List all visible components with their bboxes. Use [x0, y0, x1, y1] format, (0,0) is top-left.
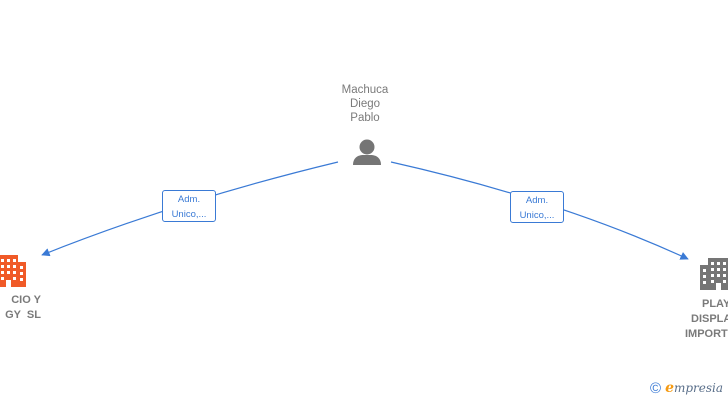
edge-label-line: Adm. — [177, 194, 201, 205]
company-name-line: PLAY — [702, 298, 728, 310]
brand-logo[interactable]: empresia — [665, 380, 723, 396]
building-icon[interactable] — [700, 258, 728, 290]
person-name[interactable]: Machuca Diego Pablo — [327, 83, 403, 125]
company-name-line: DISPLA — [691, 313, 728, 325]
person-name-line: Diego — [349, 98, 381, 110]
company-name-line: CIO Y — [11, 294, 41, 306]
brand-name: mpresia — [673, 381, 724, 395]
building-icon[interactable] — [0, 255, 26, 287]
company-label-right[interactable]: PLAY DISPLA IMPORT — [684, 297, 728, 342]
edge-label-line: Unico,... — [171, 209, 207, 220]
person-name-line: Machuca — [341, 84, 389, 96]
person-icon[interactable] — [353, 139, 381, 166]
company-name-line: GY SL — [5, 309, 41, 321]
brand-initial: e — [665, 380, 674, 396]
edge-label-right[interactable]: Adm. Unico,... — [510, 191, 564, 223]
edge-label-line: Unico,... — [519, 210, 555, 221]
person-name-line: Pablo — [350, 112, 380, 124]
copyright-icon: © — [650, 379, 662, 397]
edge-label-left[interactable]: Adm. Unico,... — [162, 190, 216, 222]
edge-label-line: Adm. — [525, 195, 549, 206]
company-name-line: IMPORT — [685, 328, 728, 340]
brand-footer: © empresia — [650, 378, 723, 398]
company-label-left[interactable]: CIO Y GY SL — [0, 293, 41, 323]
